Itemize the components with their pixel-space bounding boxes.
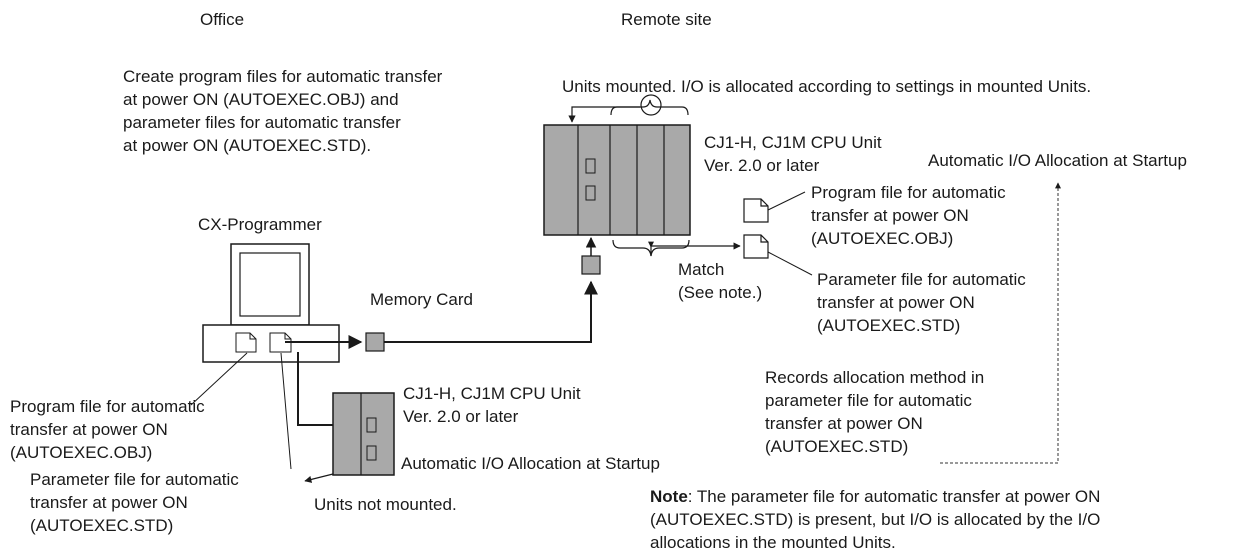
svg-text:(AUTOEXEC.OBJ): (AUTOEXEC.OBJ) (10, 443, 152, 462)
card-to-remote-line (384, 280, 598, 343)
svg-text:(AUTOEXEC.STD): (AUTOEXEC.STD) (765, 437, 908, 456)
svg-text:(AUTOEXEC.STD) is present, but: (AUTOEXEC.STD) is present, but I/O is al… (650, 510, 1100, 529)
svg-text:transfer at power ON: transfer at power ON (10, 420, 168, 439)
office-program-file-leader (190, 352, 248, 406)
remote-memory-card (581, 255, 601, 275)
note-label: Note (650, 487, 688, 506)
parameter-file-icon (743, 234, 769, 259)
remote-program-file-label: Program file for automatic transfer at p… (811, 183, 1006, 248)
office-auto-alloc-label: Automatic I/O Allocation at Startup (401, 454, 660, 473)
match-label: Match (See note.) (678, 260, 762, 302)
match-circle-icon (640, 94, 662, 116)
svg-text:Program file for automatic: Program file for automatic (811, 183, 1006, 202)
cx-programmer-label: CX-Programmer (198, 215, 322, 234)
svg-text:(See note.): (See note.) (678, 283, 762, 302)
office-parameter-file-leader (280, 352, 292, 470)
svg-text:(AUTOEXEC.STD): (AUTOEXEC.STD) (817, 316, 960, 335)
svg-text:Note: The parameter file for a: Note: The parameter file for automatic t… (650, 487, 1100, 506)
svg-text:transfer at power ON: transfer at power ON (30, 493, 188, 512)
svg-text:Create program files for autom: Create program files for automatic trans… (123, 67, 443, 86)
office-cpu (332, 392, 395, 476)
remote-cpu-label: CJ1-H, CJ1M CPU Unit Ver. 2.0 or later (704, 133, 882, 175)
units-not-mounted-label: Units not mounted. (314, 495, 457, 514)
office-header: Office (200, 10, 244, 29)
office-description: Create program files for automatic trans… (123, 67, 443, 155)
svg-text:Parameter file for automatic: Parameter file for automatic (30, 470, 239, 489)
program-file-leader (767, 191, 806, 211)
auto-alloc-dashed-line (940, 182, 1061, 464)
svg-text:allocations in the mounted Uni: allocations in the mounted Units. (650, 533, 896, 552)
svg-text:Ver. 2.0 or later: Ver. 2.0 or later (704, 156, 820, 175)
mounted-arrow (568, 106, 640, 123)
svg-text:Program file for automatic: Program file for automatic (10, 397, 205, 416)
svg-text:CJ1-H, CJ1M CPU Unit: CJ1-H, CJ1M CPU Unit (403, 384, 581, 403)
match-arrow (650, 242, 741, 250)
remote-cpu-rack (543, 124, 691, 236)
svg-text:Ver. 2.0 or later: Ver. 2.0 or later (403, 407, 519, 426)
office-parameter-file-label: Parameter file for automatic transfer at… (30, 470, 239, 535)
computer-icon (202, 243, 340, 363)
memory-card-label: Memory Card (370, 290, 473, 309)
svg-text:Records allocation method in: Records allocation method in (765, 368, 984, 387)
office-program-file-label: Program file for automatic transfer at p… (10, 397, 205, 462)
units-mounted-label: Units mounted. I/O is allocated accordin… (562, 77, 1091, 96)
svg-text:transfer at power ON: transfer at power ON (765, 414, 923, 433)
remote-auto-alloc-label: Automatic I/O Allocation at Startup (928, 151, 1187, 170)
program-file-icon (743, 198, 769, 223)
svg-text:transfer at power ON: transfer at power ON (817, 293, 975, 312)
office-cpu-label: CJ1-H, CJ1M CPU Unit Ver. 2.0 or later (403, 384, 581, 426)
note: Note: The parameter file for automatic t… (650, 487, 1100, 552)
svg-text:at power ON (AUTOEXEC.OBJ) and: at power ON (AUTOEXEC.OBJ) and (123, 90, 399, 109)
svg-text:CJ1-H, CJ1M CPU Unit: CJ1-H, CJ1M CPU Unit (704, 133, 882, 152)
svg-text:(AUTOEXEC.STD): (AUTOEXEC.STD) (30, 516, 173, 535)
parameter-file-leader (767, 251, 813, 276)
remote-parameter-file-label: Parameter file for automatic transfer at… (817, 270, 1026, 335)
svg-text:(AUTOEXEC.OBJ): (AUTOEXEC.OBJ) (811, 229, 953, 248)
not-mounted-arrow (304, 473, 334, 483)
records-label: Records allocation method in parameter f… (765, 368, 984, 456)
remote-site-header: Remote site (621, 10, 712, 29)
svg-text:Parameter file for automatic: Parameter file for automatic (817, 270, 1026, 289)
svg-text:transfer at power ON: transfer at power ON (811, 206, 969, 225)
svg-text:parameter files for automatic: parameter files for automatic transfer (123, 113, 401, 132)
svg-text:Match: Match (678, 260, 724, 279)
svg-text:at power ON (AUTOEXEC.STD).: at power ON (AUTOEXEC.STD). (123, 136, 371, 155)
svg-text:parameter file for automatic: parameter file for automatic (765, 391, 972, 410)
office-memory-card (365, 332, 385, 352)
